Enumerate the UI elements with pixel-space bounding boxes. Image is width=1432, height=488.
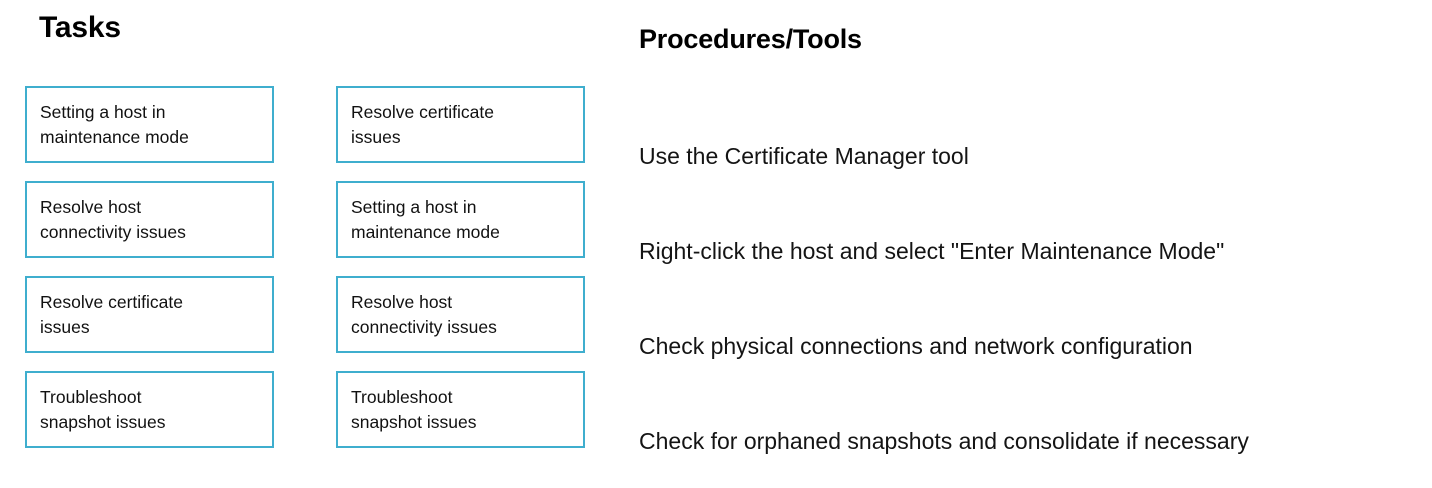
task-box-label: Troubleshoot snapshot issues: [40, 386, 166, 432]
task-box-label: Resolve host connectivity issues: [351, 291, 497, 337]
procedures-list: Use the Certificate Manager tool Right-c…: [639, 108, 1429, 488]
procedure-item[interactable]: Check for orphaned snapshots and consoli…: [639, 393, 1429, 488]
procedures-column-heading: Procedures/Tools: [639, 24, 862, 54]
procedure-item-label: Check physical connections and network c…: [639, 332, 1193, 359]
tasks-column-left: Setting a host in maintenance mode Resol…: [25, 86, 274, 448]
procedure-item-label: Use the Certificate Manager tool: [639, 142, 969, 169]
task-box[interactable]: Troubleshoot snapshot issues: [336, 371, 585, 448]
task-box[interactable]: Setting a host in maintenance mode: [25, 86, 274, 163]
tasks-column-heading: Tasks: [39, 11, 121, 44]
task-box[interactable]: Resolve host connectivity issues: [25, 181, 274, 258]
task-box-label: Troubleshoot snapshot issues: [351, 386, 477, 432]
task-box-label: Setting a host in maintenance mode: [351, 196, 500, 242]
procedure-item-label: Right-click the host and select "Enter M…: [639, 237, 1225, 264]
task-box[interactable]: Resolve certificate issues: [336, 86, 585, 163]
task-box-label: Resolve host connectivity issues: [40, 196, 186, 242]
procedure-item-label: Check for orphaned snapshots and consoli…: [639, 427, 1249, 454]
task-box[interactable]: Resolve certificate issues: [25, 276, 274, 353]
procedure-item[interactable]: Use the Certificate Manager tool: [639, 108, 1429, 203]
task-box-label: Setting a host in maintenance mode: [40, 101, 189, 147]
procedure-item[interactable]: Check physical connections and network c…: [639, 298, 1429, 393]
task-box-label: Resolve certificate issues: [40, 291, 183, 337]
task-box[interactable]: Setting a host in maintenance mode: [336, 181, 585, 258]
tasks-column-right: Resolve certificate issues Setting a hos…: [336, 86, 585, 448]
matching-exercise-page: Tasks Procedures/Tools Setting a host in…: [25, 11, 1249, 454]
procedure-item[interactable]: Right-click the host and select "Enter M…: [639, 203, 1429, 298]
task-box[interactable]: Troubleshoot snapshot issues: [25, 371, 274, 448]
task-box[interactable]: Resolve host connectivity issues: [336, 276, 585, 353]
task-box-label: Resolve certificate issues: [351, 101, 494, 147]
